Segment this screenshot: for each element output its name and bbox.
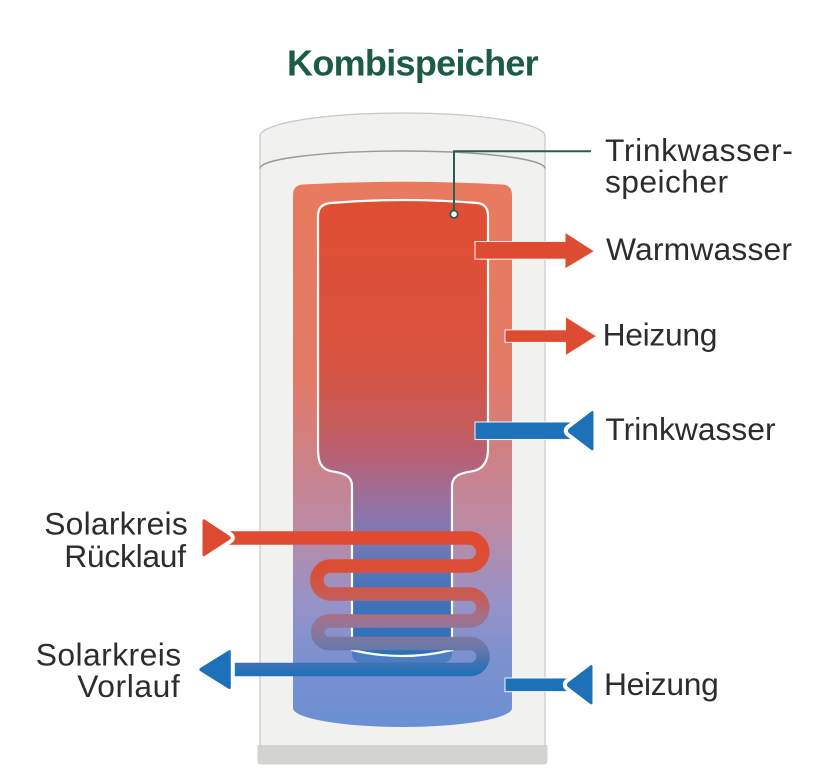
svg-text:Solarkreis: Solarkreis: [44, 505, 188, 541]
svg-text:Vorlauf: Vorlauf: [77, 668, 180, 704]
svg-text:Heizung: Heizung: [604, 666, 719, 702]
svg-text:Heizung: Heizung: [603, 317, 718, 353]
svg-text:speicher: speicher: [605, 164, 728, 200]
svg-text:Trinkwasser-: Trinkwasser-: [605, 132, 793, 168]
svg-text:Warmwasser: Warmwasser: [606, 231, 792, 267]
svg-text:Solarkreis: Solarkreis: [36, 636, 182, 672]
svg-text:Kombispeicher: Kombispeicher: [287, 43, 539, 84]
svg-text:Rücklauf: Rücklauf: [64, 538, 186, 574]
svg-text:Trinkwasser: Trinkwasser: [605, 411, 776, 447]
